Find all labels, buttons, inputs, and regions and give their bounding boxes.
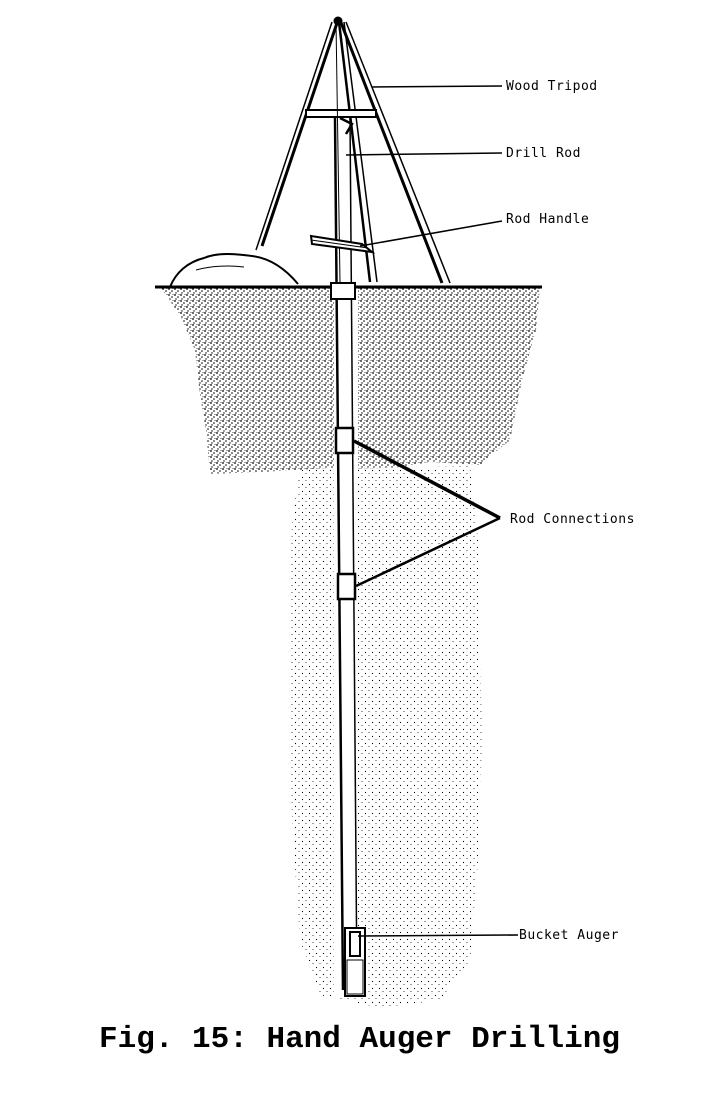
label-rod-handle: Rod Handle (506, 212, 589, 227)
label-rod-connections: Rod Connections (510, 512, 635, 527)
leader-bucket-auger (357, 934, 519, 937)
leader-connection-1 (353, 439, 501, 520)
bucket-auger (344, 927, 366, 997)
rod-connection-2 (336, 572, 357, 601)
drill-rod (333, 117, 358, 991)
rod-handle (309, 234, 376, 254)
subsoil-layer (290, 466, 482, 1008)
label-wood-tripod: Wood Tripod (506, 79, 598, 94)
rod-connection-1 (334, 426, 355, 455)
leader-drill-rod (345, 152, 503, 156)
label-drill-rod: Drill Rod (506, 146, 581, 161)
spoil-pile (169, 253, 299, 288)
leader-tripod (371, 85, 503, 88)
label-bucket-auger: Bucket Auger (519, 928, 619, 943)
leader-connection-2 (355, 516, 501, 588)
leader-rod-handle (359, 220, 503, 247)
figure-caption: Fig. 15: Hand Auger Drilling (99, 1022, 620, 1057)
wood-tripod (255, 16, 451, 284)
